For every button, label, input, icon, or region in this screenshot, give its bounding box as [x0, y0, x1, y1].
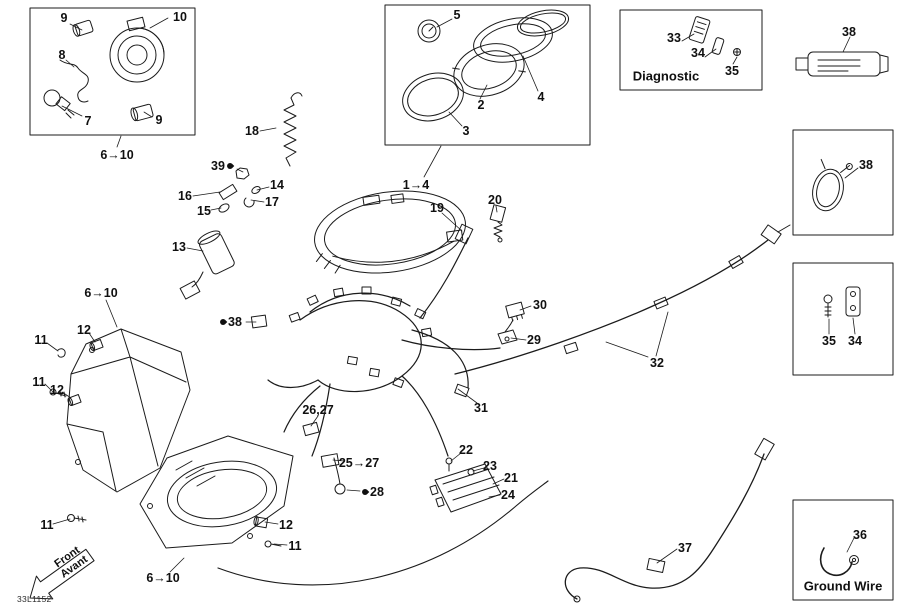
tail-wire	[218, 481, 548, 585]
switch-group-19-20	[455, 205, 505, 244]
headlamp-housing-upper	[67, 329, 190, 492]
headlamp-blower-group	[44, 17, 164, 122]
halogen-bulb-7	[44, 90, 74, 118]
front-direction-arrow	[30, 549, 94, 599]
ground-wire-group	[821, 548, 859, 575]
connector-26-27	[303, 422, 319, 435]
clamp-group-38	[808, 156, 853, 214]
sealant-tube-38	[796, 52, 888, 76]
washer-15	[217, 202, 230, 214]
diagnostic-box-label: Diagnostic	[632, 68, 700, 84]
gasket-3	[396, 66, 469, 129]
relay-group-29-30	[498, 302, 525, 344]
washer-23	[468, 469, 474, 475]
bushing-16	[219, 184, 237, 199]
clip-17	[244, 198, 254, 207]
ground-wire-box-label: Ground Wire	[803, 578, 883, 594]
diagnostic-cap-34	[712, 37, 725, 55]
harness-connectors	[251, 287, 469, 467]
washer-14	[251, 185, 262, 195]
grease-connector-38	[251, 315, 266, 328]
fastener-box-group	[824, 287, 860, 317]
left-fasteners	[50, 340, 281, 547]
cable-37	[565, 438, 774, 602]
spring-18	[284, 93, 302, 166]
socket-9b	[130, 103, 154, 121]
leader-lines	[45, 18, 858, 572]
solenoid-connector	[180, 281, 200, 299]
seal-ring	[515, 6, 571, 40]
cable-32	[455, 225, 790, 374]
small-gauge-5	[418, 20, 440, 42]
grommet-9a	[72, 20, 94, 37]
screw-35b	[824, 295, 832, 317]
wire-form-8	[60, 60, 88, 102]
connector-25-27	[321, 454, 339, 468]
group-boxes	[30, 5, 893, 600]
ecu-module-21-24	[430, 458, 501, 512]
screw-22	[446, 458, 452, 471]
linkage-parts	[180, 168, 261, 299]
diagnostic-connector-33	[689, 16, 711, 43]
gauge-assembly-1-4	[308, 182, 471, 283]
cluster-4	[470, 11, 557, 69]
bracket-34b	[846, 287, 860, 316]
diagnostic-screw-35	[734, 49, 741, 56]
sensor-28	[334, 458, 345, 494]
wiring-harness	[268, 238, 500, 456]
diagnostic-group	[689, 16, 741, 55]
connector-31	[455, 384, 469, 397]
gauge-housing-2	[447, 35, 531, 105]
drawing-code: 33L1152	[17, 594, 52, 604]
gauge-cluster-group	[396, 6, 571, 129]
solenoid-13	[196, 228, 235, 275]
headlamp-lens-lower	[140, 436, 293, 548]
nut-39	[236, 168, 249, 179]
